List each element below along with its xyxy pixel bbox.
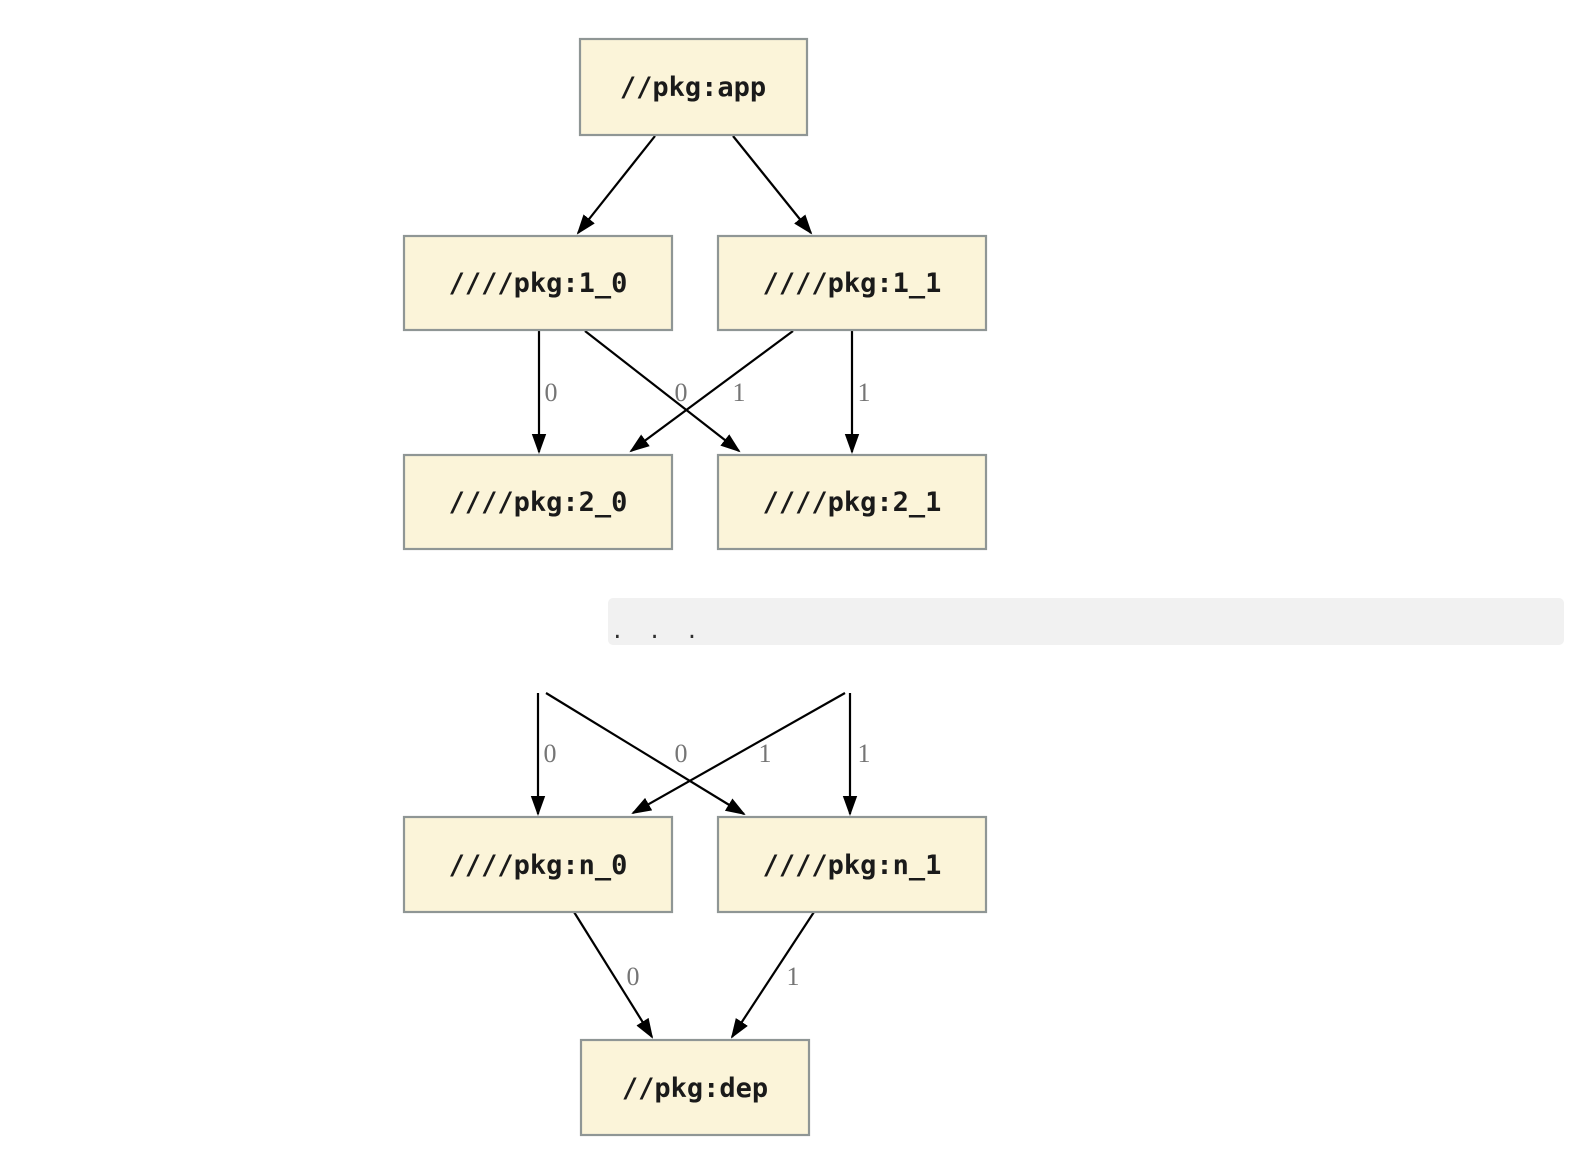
node-box	[578, 37, 809, 137]
edge-label: 0	[675, 739, 688, 768]
edge-elided-to-n-0	[631, 692, 846, 814]
node-n-0: ////pkg:n_0	[402, 815, 674, 914]
node-1-0: ////pkg:1_0	[402, 234, 674, 332]
edge-app-to-1-0	[576, 135, 656, 235]
edge-n-0-to-dep	[573, 911, 654, 1039]
node-2-0: ////pkg:2_0	[402, 453, 674, 551]
edge-label: 1	[858, 739, 871, 768]
node-label: ////pkg:1_0	[449, 268, 628, 299]
node-box	[402, 234, 674, 332]
edge-label: 1	[759, 739, 772, 768]
edge-app-to-1-1	[732, 135, 813, 235]
node-box	[716, 234, 988, 332]
node-label: //pkg:dep	[622, 1073, 768, 1104]
node-dep: //pkg:dep	[579, 1038, 811, 1137]
ellipsis-band: . . .	[608, 598, 1564, 645]
node-label: ////pkg:n_1	[763, 850, 942, 881]
node-2-1: ////pkg:2_1	[716, 453, 988, 551]
node-label: //pkg:app	[620, 72, 766, 103]
edge-label: 0	[627, 962, 640, 991]
edge-label: 0	[545, 378, 558, 407]
edge-label: 0	[675, 378, 688, 407]
node-box	[716, 453, 988, 551]
edge-label: 1	[858, 378, 871, 407]
node-n-1: ////pkg:n_1	[716, 815, 988, 914]
node-1-1: ////pkg:1_1	[716, 234, 988, 332]
node-label: ////pkg:2_0	[449, 487, 628, 518]
edge-label: 0	[544, 739, 557, 768]
node-box	[402, 815, 674, 914]
node-label: ////pkg:1_1	[763, 268, 942, 299]
node-label: ////pkg:n_0	[449, 850, 628, 881]
node-box	[716, 815, 988, 914]
edge-label: 1	[787, 962, 800, 991]
edge-elided-to-n-1	[545, 692, 746, 816]
node-app: //pkg:app	[578, 37, 809, 137]
ellipsis-band-box	[608, 598, 1564, 645]
edge-group-upper: 0 0 1 1	[531, 135, 871, 454]
edge-1-0-to-2-1	[584, 330, 741, 453]
edge-label: 1	[733, 378, 746, 407]
edge-1-1-to-2-0	[629, 330, 794, 453]
edge-n-1-to-dep	[730, 911, 815, 1039]
node-box	[402, 453, 674, 551]
edge-group-lower: 0 0 1 1 0 1	[530, 692, 871, 1039]
ellipsis-text: . . .	[611, 619, 704, 643]
node-label: ////pkg:2_1	[763, 487, 942, 518]
node-box	[579, 1038, 811, 1137]
